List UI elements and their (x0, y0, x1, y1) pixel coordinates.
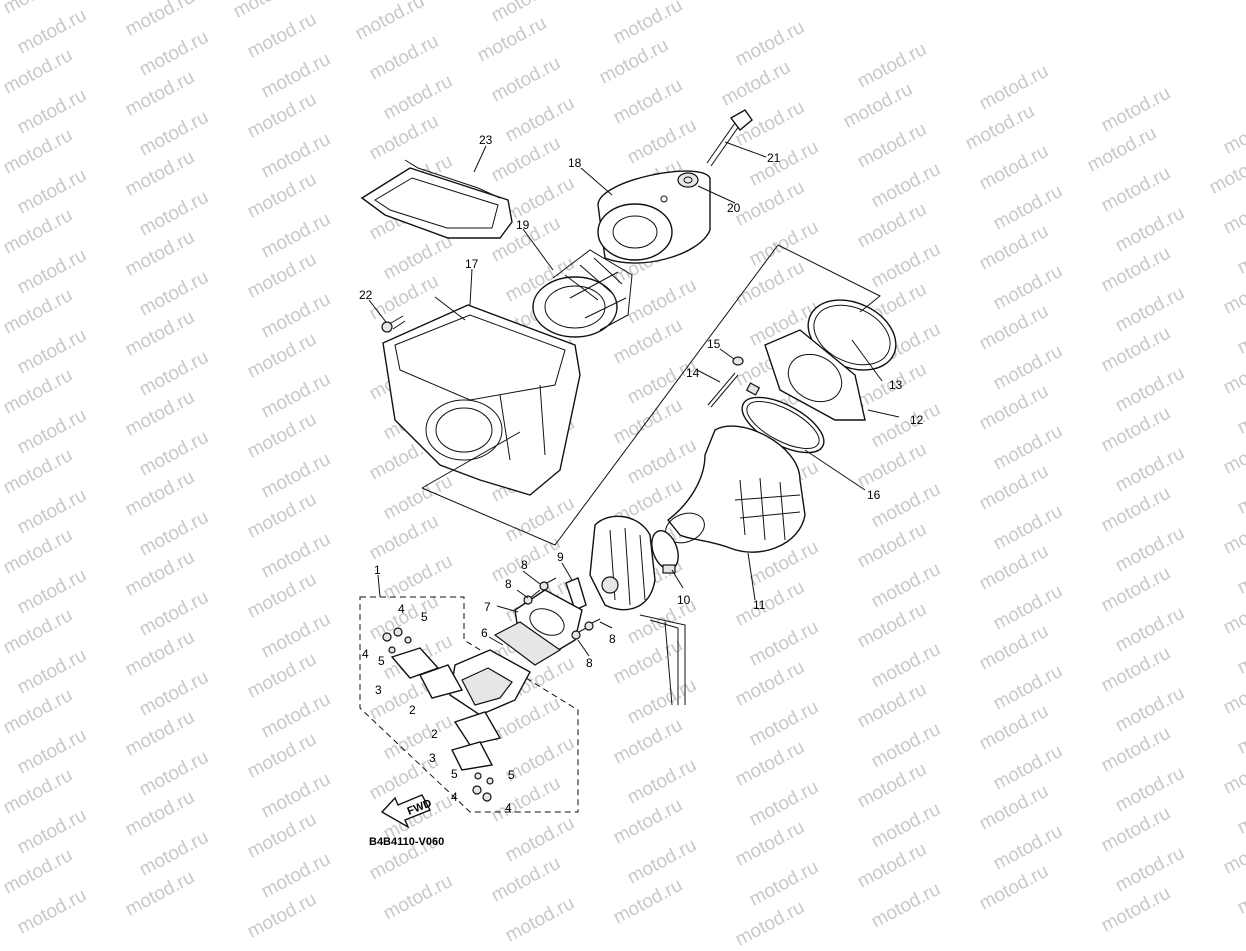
clamp-10 (651, 530, 679, 574)
hose-fitting-9 (565, 577, 587, 611)
callout-leaders (368, 141, 900, 657)
callout-8b: 8 (505, 577, 512, 591)
callout-3b: 3 (429, 751, 436, 765)
callout-8a: 8 (521, 558, 528, 572)
callout-8c: 8 (609, 632, 616, 646)
callout-4a: 4 (398, 602, 405, 616)
callout-9: 9 (557, 550, 564, 564)
callout-2b: 2 (431, 727, 438, 741)
callout-10: 10 (677, 593, 691, 607)
callout-5b: 5 (378, 654, 385, 668)
reed-plates (390, 647, 502, 771)
screws-washers (382, 627, 494, 802)
callout-11: 11 (753, 598, 766, 612)
air-filter-element-18 (597, 170, 711, 264)
callout-3a: 3 (375, 683, 382, 697)
callout-8d: 8 (586, 656, 593, 670)
gasket-13 (807, 299, 897, 371)
callout-21: 21 (767, 151, 781, 165)
callout-23: 23 (479, 133, 493, 147)
air-box-cover-23 (360, 159, 513, 239)
callout-5c: 5 (451, 767, 458, 781)
callout-19: 19 (516, 218, 530, 232)
callout-4d: 4 (505, 801, 512, 815)
callout-2a: 2 (409, 703, 416, 717)
bolt-22 (381, 315, 406, 333)
gasket-6 (493, 621, 562, 666)
callout-5a: 5 (421, 610, 428, 624)
callout-1: 1 (374, 563, 381, 577)
callout-14: 14 (686, 366, 700, 380)
filter-guide-19 (532, 249, 633, 338)
callout-12: 12 (910, 413, 924, 427)
callout-labels: 23 18 19 20 21 17 22 13 12 15 14 16 11 1… (359, 133, 924, 815)
callout-7: 7 (484, 600, 491, 614)
clamp-16 (741, 382, 825, 454)
callout-4c: 4 (451, 790, 458, 804)
bolt-21 (706, 109, 753, 167)
callout-18: 18 (568, 156, 582, 170)
carburetor (589, 515, 686, 706)
assembly-outline-lines (421, 244, 881, 546)
air-joint-11 (665, 425, 806, 553)
diagram-code: B4B4110-V060 (369, 836, 444, 848)
washer-15 (732, 356, 744, 366)
bolt-14 (707, 372, 739, 408)
joint-12 (764, 329, 866, 421)
callout-17: 17 (465, 257, 479, 271)
callout-15: 15 (707, 337, 721, 351)
fwd-arrow: FWD (380, 794, 433, 829)
callout-13: 13 (889, 378, 903, 392)
callout-22: 22 (359, 288, 373, 302)
callout-4b: 4 (362, 647, 369, 661)
reed-valve-assembly-1 (359, 596, 579, 813)
washer-20 (677, 172, 699, 188)
callout-5d: 5 (508, 768, 515, 782)
air-box-17 (382, 304, 581, 496)
callout-20: 20 (727, 201, 741, 215)
callout-16: 16 (867, 488, 881, 502)
callout-6: 6 (481, 626, 488, 640)
bolts-8 (523, 577, 601, 640)
